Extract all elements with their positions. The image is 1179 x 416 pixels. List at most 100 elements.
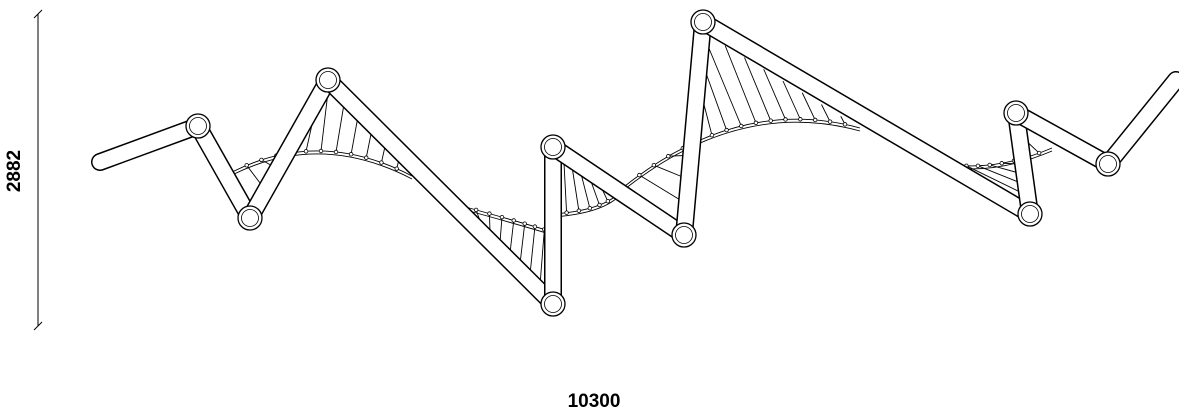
pipe-segment bbox=[319, 71, 562, 313]
rope-knot bbox=[244, 163, 249, 168]
pipe-joint bbox=[315, 67, 341, 93]
pipe-fill bbox=[92, 118, 206, 170]
pipe-segment bbox=[694, 13, 1039, 223]
pipe-fill bbox=[320, 72, 561, 312]
rope-strand bbox=[744, 57, 772, 121]
pipe-joints bbox=[185, 9, 1121, 317]
rope-net bbox=[624, 33, 861, 205]
joint-inner-ring bbox=[544, 295, 562, 313]
rope-knot bbox=[259, 157, 264, 163]
joint-inner-ring bbox=[319, 71, 337, 89]
pipe-fill bbox=[1008, 105, 1038, 222]
height-dimension-tick-top bbox=[33, 9, 43, 19]
joint-inner-ring bbox=[694, 13, 712, 31]
rope-knot bbox=[827, 119, 833, 124]
rope-knot bbox=[637, 172, 642, 178]
rope-strand bbox=[335, 105, 345, 153]
rope-knot bbox=[522, 221, 527, 226]
pipe-joint bbox=[540, 134, 566, 160]
rope-knot bbox=[724, 127, 729, 133]
rope-knot bbox=[999, 161, 1004, 166]
rope-strand bbox=[365, 133, 372, 158]
rope-strand bbox=[977, 165, 1024, 185]
rope-curve bbox=[624, 118, 861, 187]
pipe-frame bbox=[91, 13, 1179, 313]
rope-knot bbox=[587, 205, 593, 211]
rope-strand bbox=[509, 220, 515, 254]
height-dimension-label: 2882 bbox=[4, 150, 25, 192]
rope-knot bbox=[783, 117, 788, 122]
pipe-fill bbox=[545, 139, 692, 243]
rope-knot bbox=[333, 149, 339, 155]
rope-knot bbox=[739, 123, 744, 129]
joint-inner-ring bbox=[241, 209, 259, 227]
pipe-joint bbox=[540, 291, 566, 317]
rope-strand bbox=[381, 147, 386, 163]
pipe-segment bbox=[189, 117, 259, 227]
rope-knot bbox=[511, 218, 516, 223]
rope-strand bbox=[724, 45, 757, 124]
height-dimension: 2882 bbox=[4, 9, 43, 331]
pipe-fill bbox=[242, 72, 336, 226]
rope-strand bbox=[350, 119, 358, 155]
width-dimension: 10300 bbox=[568, 391, 621, 412]
rope-knot bbox=[666, 154, 671, 159]
rope-knot bbox=[379, 160, 384, 165]
pipe-segment bbox=[91, 117, 207, 171]
height-dimension-tick-bottom bbox=[33, 321, 43, 331]
rope-knot bbox=[576, 208, 582, 213]
pipe-joint bbox=[1095, 151, 1121, 177]
pipe-segment bbox=[544, 138, 693, 244]
rope-knot bbox=[798, 117, 803, 122]
rope-strand bbox=[801, 92, 816, 121]
rope-knot bbox=[709, 132, 715, 138]
rope-knot bbox=[364, 155, 369, 160]
rope-strand bbox=[519, 223, 526, 264]
joint-inner-ring bbox=[544, 138, 562, 156]
rope-knot bbox=[318, 148, 324, 154]
rope-knot bbox=[348, 152, 354, 157]
tension-cords bbox=[249, 21, 1031, 304]
pipe-segment bbox=[1007, 104, 1039, 223]
rope-knot bbox=[842, 122, 848, 127]
rope-strand bbox=[499, 217, 503, 243]
rope-knot bbox=[499, 214, 505, 220]
rope-curve-inner bbox=[231, 153, 413, 180]
rope-knot bbox=[564, 210, 569, 215]
pipe-segment bbox=[1099, 71, 1179, 173]
rope-knot bbox=[812, 117, 818, 123]
rope-knot bbox=[651, 162, 657, 168]
width-dimension-label: 10300 bbox=[568, 391, 621, 412]
pipe-joint bbox=[1003, 100, 1029, 126]
joint-inner-ring bbox=[1099, 155, 1117, 173]
rope-strand bbox=[571, 166, 580, 211]
rope-knot bbox=[473, 207, 479, 213]
pipe-fill bbox=[190, 118, 258, 226]
rope-knot bbox=[753, 120, 759, 126]
rope-curve-inner bbox=[624, 121, 861, 190]
rope-knot bbox=[487, 211, 492, 216]
joint-inner-ring bbox=[1021, 205, 1039, 223]
rope-knot bbox=[532, 224, 538, 229]
rope-knot bbox=[605, 198, 611, 204]
joint-inner-ring bbox=[1007, 104, 1025, 122]
rope-knot bbox=[597, 202, 602, 208]
rope-knot bbox=[1036, 150, 1042, 156]
rope-strand bbox=[966, 165, 1025, 195]
rope-strand bbox=[563, 163, 568, 213]
rope-knot bbox=[768, 118, 773, 123]
pipe-joint bbox=[671, 222, 697, 248]
pipe-segment bbox=[675, 13, 712, 244]
pipe-joint bbox=[237, 205, 263, 231]
pipe-fill bbox=[695, 14, 1038, 222]
rope-strand bbox=[782, 80, 801, 120]
pipe-fill bbox=[1008, 105, 1116, 172]
rope-knot bbox=[975, 163, 981, 169]
pipe-segment bbox=[241, 71, 337, 227]
rope-knot bbox=[394, 166, 399, 171]
pipe-fill bbox=[676, 14, 711, 243]
pipe-joint bbox=[1017, 201, 1043, 227]
rope-strand bbox=[821, 104, 831, 122]
rope-strand bbox=[539, 229, 545, 286]
